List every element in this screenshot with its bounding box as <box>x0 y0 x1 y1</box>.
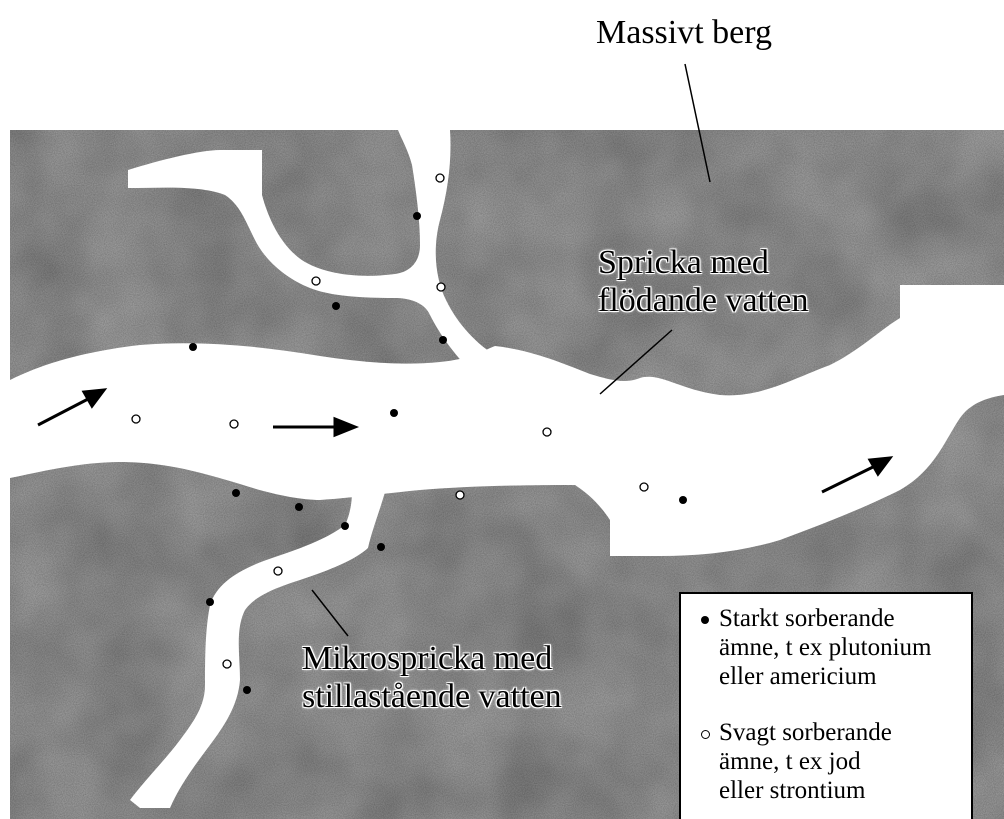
strong-particle <box>439 336 447 344</box>
weak-particle <box>312 277 320 285</box>
legend-weak-line-3: eller strontium <box>719 776 892 805</box>
fracture-label-line-2: flödande vatten <box>598 282 809 320</box>
weak-particle <box>437 283 445 291</box>
weak-particle <box>436 174 444 182</box>
weak-particle <box>132 415 140 423</box>
legend-weak-line-1: Svagt sorberande <box>719 718 892 747</box>
micro-fracture-label: Mikrospricka med stillastående vatten <box>302 640 562 716</box>
filled-dot-icon <box>701 616 709 624</box>
title-label: Massivt berg <box>596 14 772 52</box>
strong-particle <box>206 598 214 606</box>
legend-strong-line-1: Starkt sorberande <box>719 604 931 633</box>
weak-particle <box>230 420 238 428</box>
legend: Starkt sorberande ämne, t ex plutonium e… <box>679 592 973 819</box>
strong-particle <box>295 503 303 511</box>
weak-particle <box>640 483 648 491</box>
strong-particle <box>189 343 197 351</box>
weak-particle <box>223 660 231 668</box>
weak-particle <box>456 491 464 499</box>
micro-label-line-1: Mikrospricka med <box>302 640 562 678</box>
legend-strong-line-2: ämne, t ex plutonium <box>719 633 931 662</box>
weak-particle <box>274 567 282 575</box>
legend-weak-line-2: ämne, t ex jod <box>719 747 892 776</box>
fracture-label-line-1: Spricka med <box>598 244 809 282</box>
strong-particle <box>332 302 340 310</box>
strong-particle <box>243 686 251 694</box>
strong-particle <box>679 496 687 504</box>
strong-particle <box>413 212 421 220</box>
fracture-label: Spricka med flödande vatten <box>598 244 809 320</box>
legend-strong-line-3: eller americium <box>719 662 931 691</box>
strong-particle <box>341 522 349 530</box>
weak-particle <box>543 428 551 436</box>
strong-particle <box>390 409 398 417</box>
strong-particle <box>377 543 385 551</box>
hollow-dot-icon <box>701 730 710 739</box>
micro-label-line-2: stillastående vatten <box>302 678 562 716</box>
strong-particle <box>232 489 240 497</box>
